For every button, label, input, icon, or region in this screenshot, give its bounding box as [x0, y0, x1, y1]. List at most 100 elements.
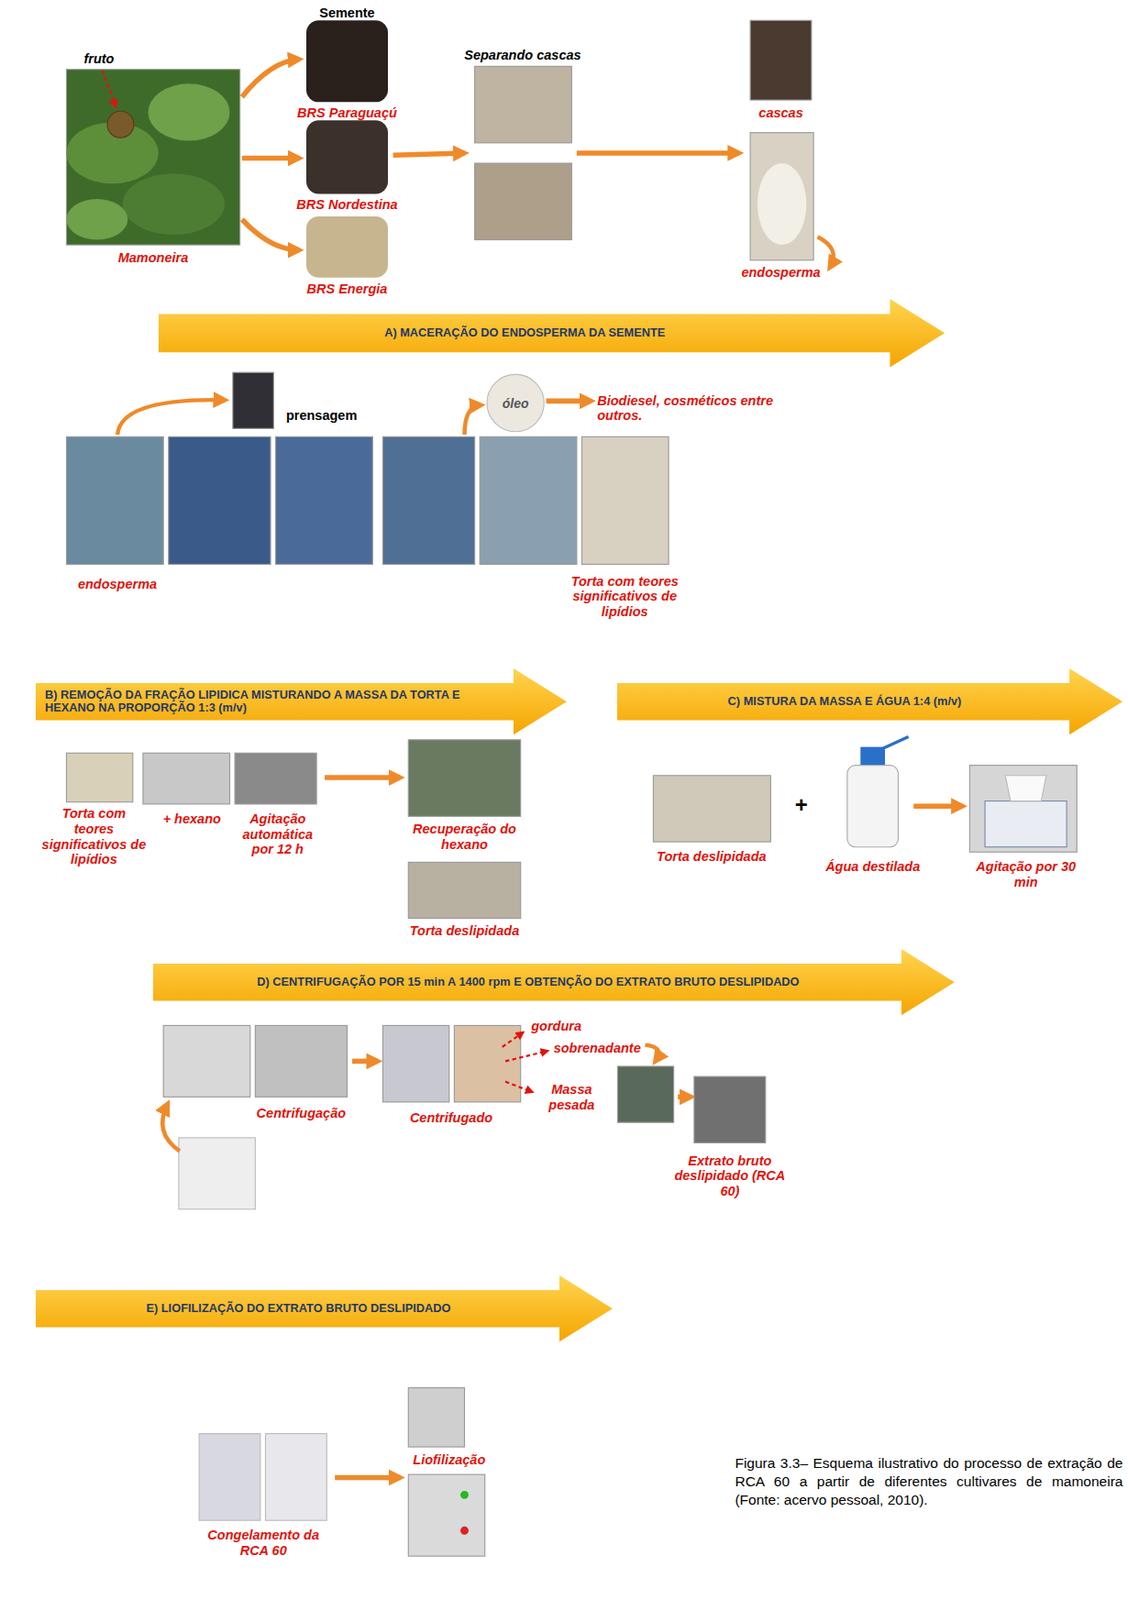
flow-arrow: [576, 150, 740, 156]
flow-arrow: [352, 1059, 378, 1065]
bottle-cap: [860, 747, 885, 768]
leader-line: [505, 1082, 532, 1093]
photo-label: Massa pesada: [535, 1082, 608, 1113]
photo-freezing: [265, 1434, 327, 1522]
band-arrow-shape: [153, 949, 955, 1016]
flow-arrow: [242, 59, 299, 98]
photo-label: fruto: [83, 51, 114, 67]
step-band: D) CENTRIFUGAÇÃO POR 15 min A 1400 rpm E…: [153, 949, 955, 1016]
photo-plant: [66, 69, 240, 245]
photo-label: BRS Nordestina: [296, 197, 398, 213]
photo-label: Torta com teores significativos de lipíd…: [564, 574, 686, 620]
photo-cake: [66, 752, 133, 802]
step-band: B) REMOÇÃO DA FRAÇÃO LIPIDICA MISTURANDO…: [35, 668, 567, 735]
photo-label: Recuperação do hexano: [403, 821, 527, 852]
photo-label: Agitação por 30 min: [967, 859, 1085, 890]
photo-defatted-cake: [652, 775, 771, 842]
photo-label: gordura: [530, 1018, 582, 1035]
leader-line: [101, 70, 115, 107]
photo-press: [168, 436, 271, 564]
leaf: [66, 199, 128, 241]
photo-pipette: [617, 1066, 674, 1123]
photo-label: Torta com teores significativos de lipíd…: [41, 806, 148, 868]
flow-arrow: [464, 405, 481, 435]
photo-label: Água destilada: [824, 859, 922, 875]
photo-centrifuge: [163, 1025, 251, 1097]
photo-label: Agitação automática por 12 h: [233, 811, 322, 858]
band-text: B) REMOÇÃO DA FRAÇÃO LIPIDICA MISTURANDO…: [44, 688, 507, 716]
photo-label: óleo: [502, 396, 530, 411]
step-band: E) LIOFILIZAÇÃO DO EXTRATO BRUTO DESLIPI…: [35, 1275, 613, 1342]
flow-arrow: [546, 398, 592, 405]
fruit: [107, 110, 134, 138]
photo-freezing: [199, 1434, 261, 1522]
photo-label: Semente: [319, 5, 375, 22]
photo-label: + hexano: [163, 811, 222, 828]
photo-label: Mamoneira: [118, 250, 189, 266]
band-arrow-shape: [35, 668, 567, 735]
indicator-light: [460, 1526, 469, 1536]
band-text: D) CENTRIFUGAÇÃO POR 15 min A 1400 rpm E…: [162, 975, 895, 990]
photo-lyophilizer: [408, 1388, 465, 1449]
flow-arrow: [117, 399, 225, 435]
flow-arrow: [818, 236, 834, 267]
photo-centrifuged: [453, 1025, 520, 1102]
indicator-light: [460, 1491, 469, 1500]
photo-label: endosperma: [77, 576, 157, 593]
photo-label: Centrifugado: [409, 1110, 493, 1127]
photo-centrifuged: [382, 1025, 449, 1102]
photo-hands: [475, 66, 573, 143]
photo-extract: [694, 1076, 766, 1143]
photo-press-detail: [232, 372, 275, 429]
photo-label: Congelamento da RCA 60: [191, 1527, 335, 1559]
photo-defatted-cake: [408, 862, 520, 918]
photo-label: Centrifugação: [256, 1105, 347, 1122]
oil-inset: [486, 374, 544, 432]
photo-label: BRS Energia: [307, 281, 388, 298]
photo-husks: [750, 20, 812, 100]
photo-lyophilizer-panel: [408, 1474, 485, 1557]
photo-label: Liofilização: [412, 1452, 486, 1469]
flow-arrow: [393, 153, 465, 155]
photo-cake-bags: [581, 436, 669, 564]
agitator-body: [984, 801, 1067, 848]
photo-agitator: [969, 765, 1077, 853]
flow-arrow: [242, 219, 299, 250]
flow-arrow: [677, 1094, 691, 1101]
photo-label: BRS Paraguaçú: [297, 105, 398, 122]
photo-label: Extrato bruto deslipidado (RCA 60): [674, 1153, 786, 1200]
band-arrow-shape: [35, 1275, 613, 1342]
photo-seeds: [306, 20, 388, 102]
photo-label: sobrenadante: [553, 1040, 642, 1057]
bowl: [757, 163, 807, 245]
band-arrow-shape: [617, 668, 1123, 735]
step-band: A) MACERAÇÃO DO ENDOSPERMA DA SEMENTE: [158, 298, 945, 368]
photo-centrifuge: [254, 1025, 347, 1097]
leaf: [122, 173, 225, 235]
photo-label: +: [795, 792, 808, 819]
photo-hands: [475, 163, 573, 240]
photo-press: [276, 436, 374, 564]
photo-label: Biodiesel, cosméticos entre outros.: [597, 393, 791, 424]
photo-shaker: [234, 752, 317, 805]
photo-label: endosperma: [740, 265, 820, 281]
step-band: C) MISTURA DA MASSA E ÁGUA 1:4 (m/v): [617, 668, 1123, 735]
photo-label: cascas: [758, 105, 803, 122]
photo-tubes: [178, 1138, 255, 1210]
agitator-cup: [1005, 775, 1047, 802]
photo-hexane: [143, 752, 231, 805]
figure-caption: Figura 3.3– Esquema ilustrativo do proce…: [734, 1454, 1123, 1510]
leader-line: [505, 1050, 548, 1062]
leaf: [148, 83, 231, 141]
photo-seeds: [306, 216, 388, 278]
flow-arrow: [162, 1104, 180, 1151]
band-arrow-shape: [158, 298, 945, 368]
photo-recovery: [408, 740, 520, 817]
photo-label: Torta deslipidada: [409, 923, 520, 940]
wash-bottle: [847, 765, 899, 848]
photo-press: [66, 436, 164, 564]
photo-label: prensagem: [286, 408, 357, 424]
band-text: E) LIOFILIZAÇÃO DO EXTRATO BRUTO DESLIPI…: [44, 1302, 553, 1316]
